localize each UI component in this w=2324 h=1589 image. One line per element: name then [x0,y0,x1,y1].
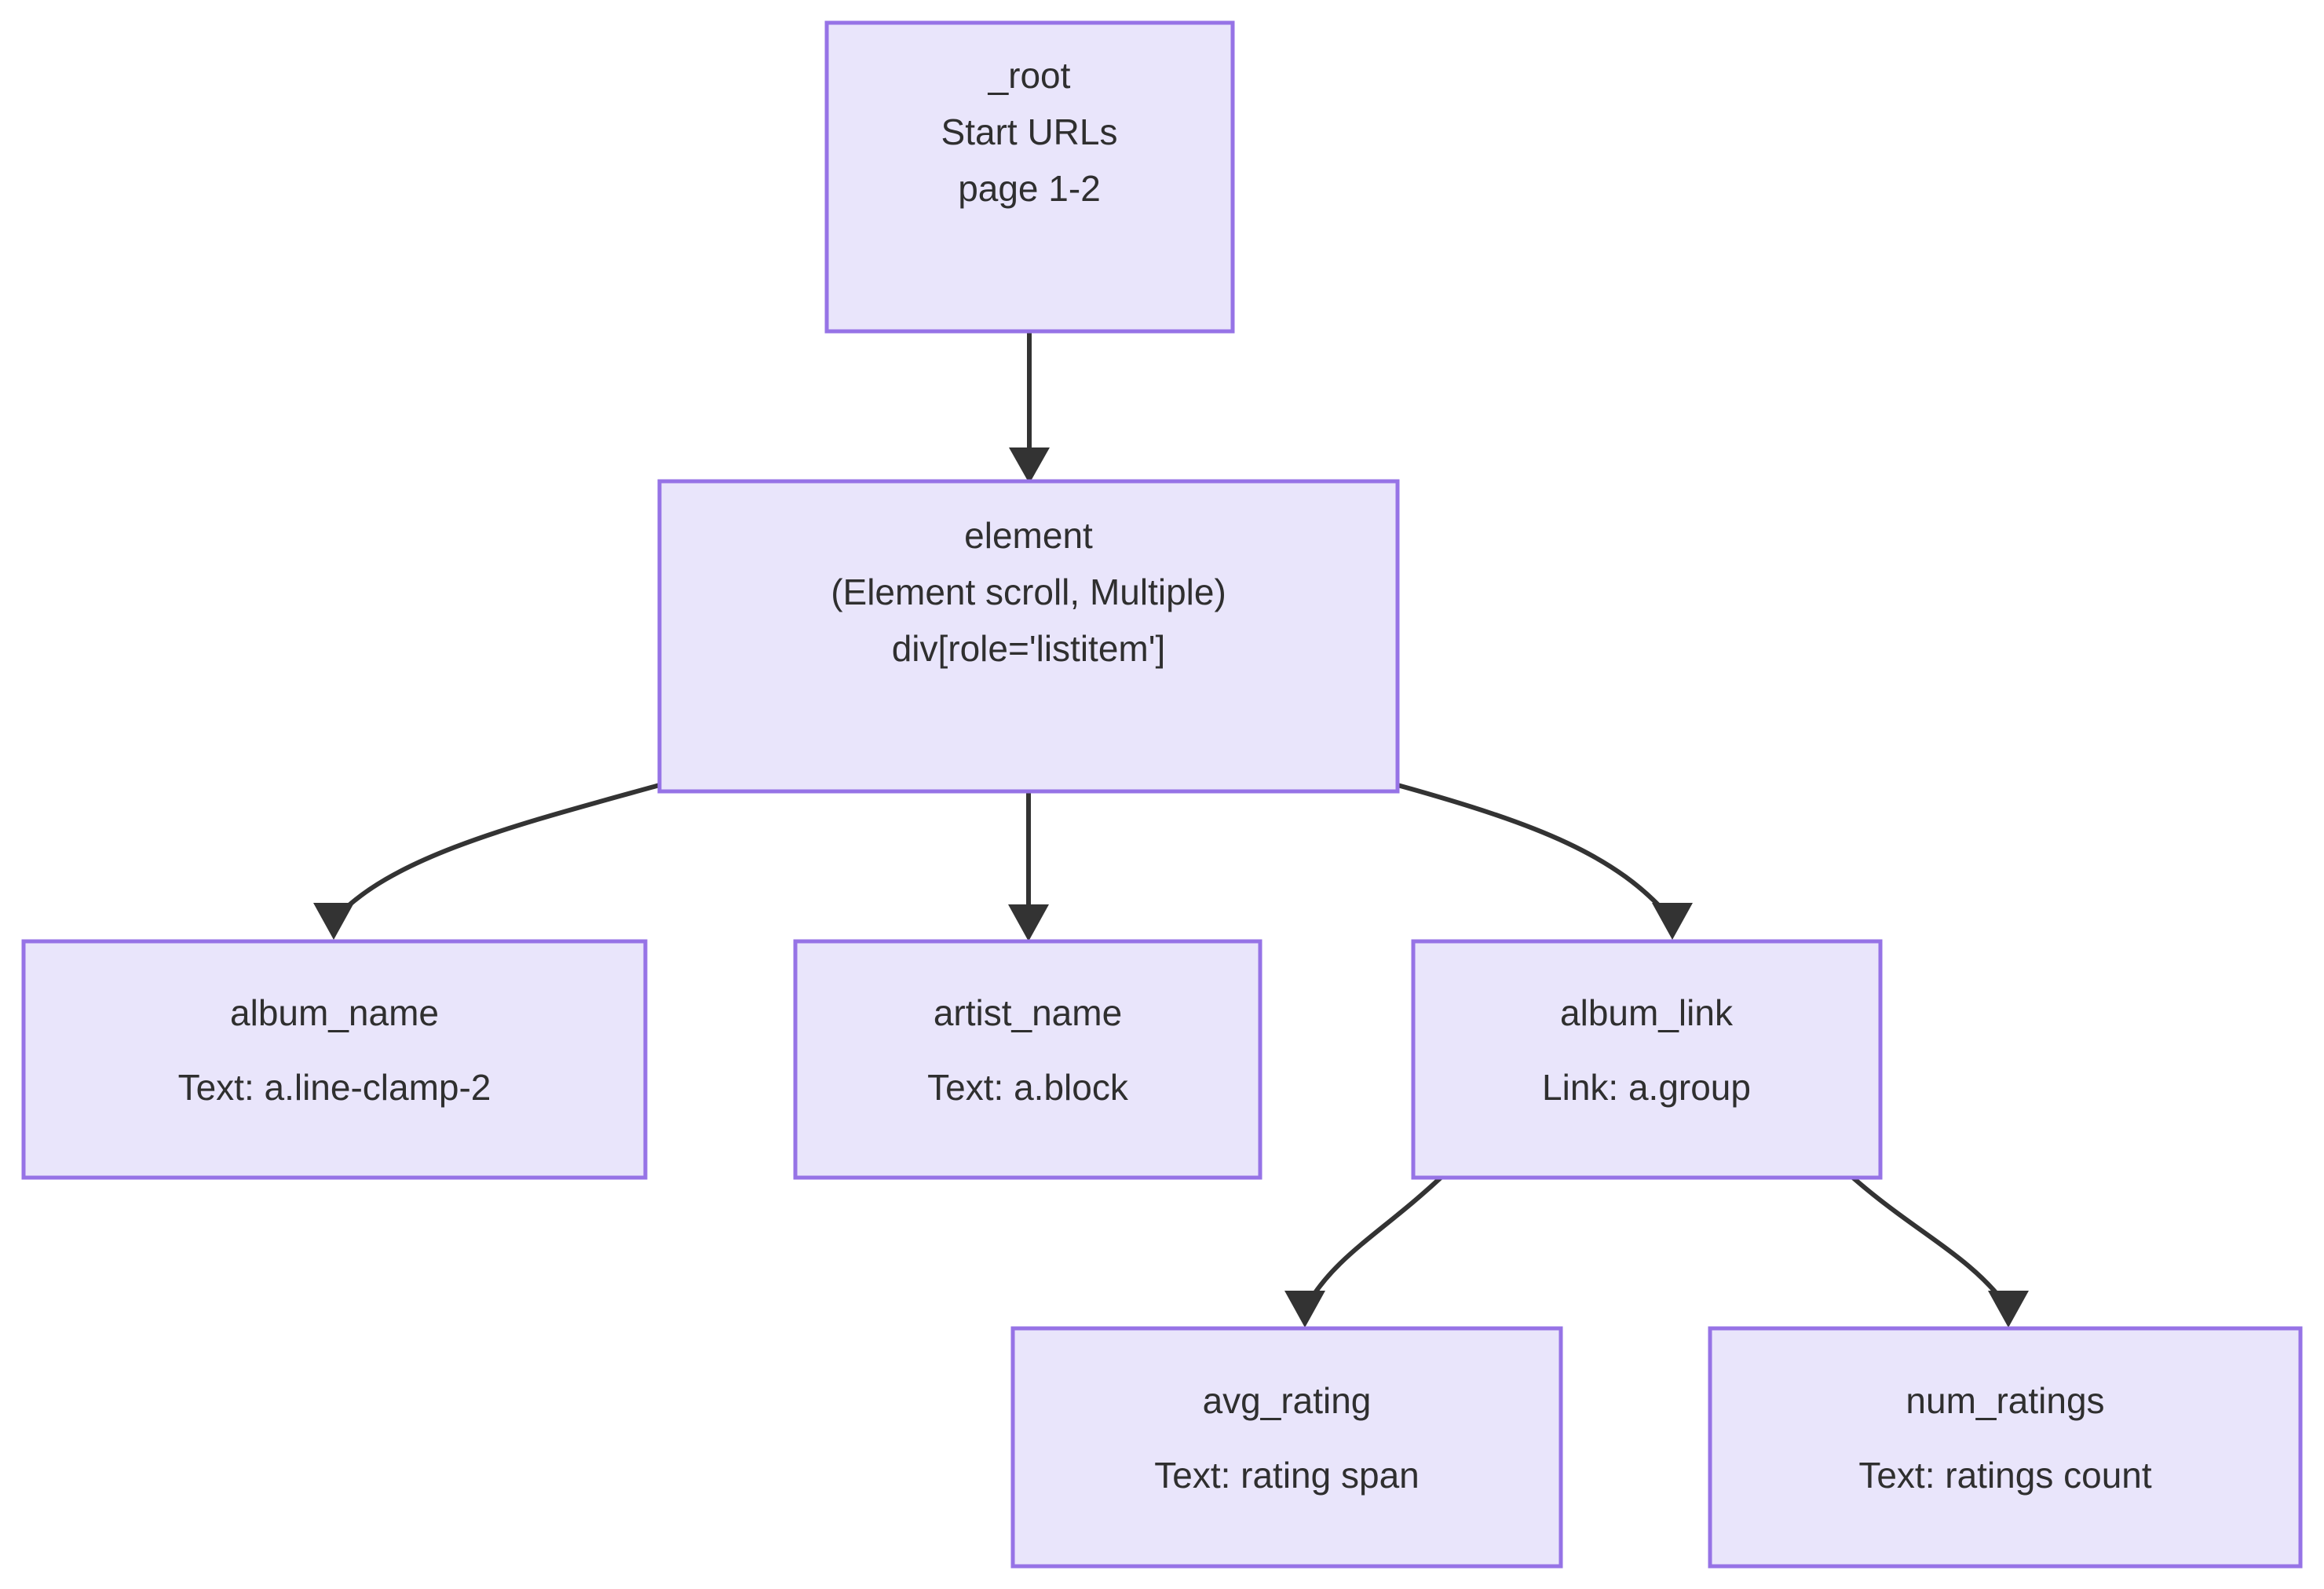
edge-element-to-album-link [1397,783,1693,940]
node-element-box[interactable] [657,479,1400,794]
edge-line [333,783,660,921]
node-album-link-box[interactable] [1411,939,1883,1180]
edge-line [1397,783,1673,920]
node-album-link-line-2: Link: a.group [1542,1067,1751,1108]
node-album-name[interactable]: album_name Text: a.line-clamp-2 [21,939,648,1180]
arrowhead-icon [313,903,354,940]
node-album-name-line-1: album_name [230,992,439,1033]
node-root-line-1: _root [988,55,1071,96]
node-artist-name-box[interactable] [793,939,1262,1180]
arrowhead-icon [1008,904,1049,941]
edge-line [1851,1175,2009,1308]
arrowhead-icon [1988,1291,2029,1328]
node-element-line-1: element [964,515,1093,556]
node-root[interactable]: _root Start URLs page 1-2 [824,20,1235,334]
node-num-ratings-line-1: num_ratings [1906,1380,2104,1421]
node-artist-name-line-2: Text: a.block [927,1067,1129,1108]
node-root-line-3: page 1-2 [958,168,1101,209]
node-album-link-line-1: album_link [1560,992,1734,1033]
node-element-line-3: div[role='listitem'] [892,628,1166,669]
node-avg-rating[interactable]: avg_rating Text: rating span [1010,1326,1563,1569]
edge-line [1304,1175,1443,1308]
node-album-name-box[interactable] [21,939,648,1180]
node-num-ratings-line-2: Text: ratings count [1858,1455,2152,1496]
node-artist-name-line-1: artist_name [934,992,1122,1033]
node-album-name-line-2: Text: a.line-clamp-2 [178,1067,491,1108]
node-element[interactable]: element (Element scroll, Multiple) div[r… [657,479,1400,794]
node-num-ratings[interactable]: num_ratings Text: ratings count [1708,1326,2303,1569]
edge-root-to-element [1009,331,1050,484]
node-layer: _root Start URLs page 1-2 element (Eleme… [21,20,2303,1569]
node-root-box[interactable] [824,20,1235,334]
arrowhead-icon [1009,447,1050,484]
node-artist-name[interactable]: artist_name Text: a.block [793,939,1262,1180]
node-element-line-2: (Element scroll, Multiple) [831,572,1226,612]
node-root-line-2: Start URLs [941,111,1118,152]
node-album-link[interactable]: album_link Link: a.group [1411,939,1883,1180]
node-avg-rating-line-2: Text: rating span [1154,1455,1420,1496]
node-num-ratings-box[interactable] [1708,1326,2303,1569]
node-avg-rating-line-1: avg_rating [1203,1380,1372,1421]
arrowhead-icon [1284,1291,1325,1328]
edge-layer [313,331,2029,1328]
edge-element-to-album-name [313,783,660,940]
node-avg-rating-box[interactable] [1010,1326,1563,1569]
arrowhead-icon [1652,903,1693,940]
edge-element-to-artist-name [1008,791,1049,941]
edge-album-link-to-avg-rating [1284,1175,1443,1328]
edge-album-link-to-num-ratings [1851,1175,2029,1328]
